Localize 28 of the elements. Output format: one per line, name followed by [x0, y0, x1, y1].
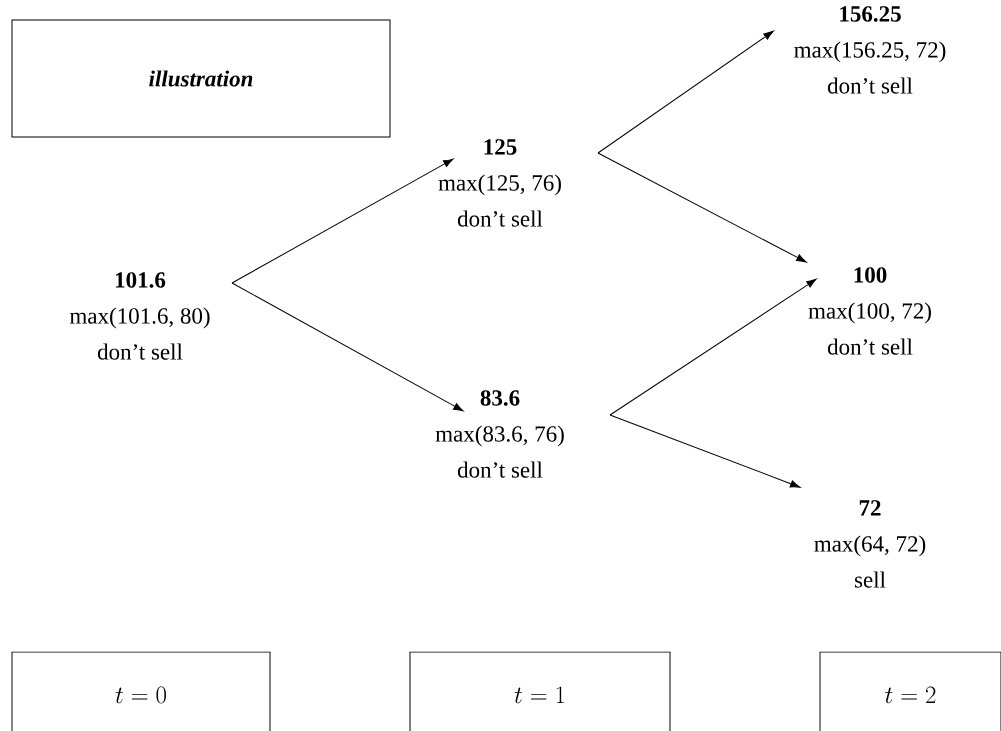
arrow [231, 158, 454, 284]
decision-label: don’t sell [827, 77, 913, 94]
arrow [597, 152, 807, 263]
decision-label: don’t sell [97, 343, 183, 360]
time-box: $t = 1$ [409, 651, 671, 731]
formula: max(100, 72) [808, 302, 931, 324]
formula: max(83.6, 76) [435, 425, 564, 447]
time-box: $t = 0$ [11, 651, 271, 731]
formula: max(101.6, 80) [69, 307, 210, 329]
node-value: 156.25 [840, 6, 901, 22]
decision-label: don’t sell [827, 338, 913, 355]
formula: max(156.25, 72) [794, 41, 946, 63]
arrow [597, 30, 774, 154]
arrow [609, 414, 801, 488]
time-box: $t = 2$ [819, 651, 1001, 731]
node-value: 72 [859, 500, 881, 516]
decision-label: sell [855, 571, 886, 588]
node-value: 100 [854, 267, 887, 283]
illustration-box: illustration [11, 19, 391, 138]
decision-label: don’t sell [457, 461, 543, 478]
decision-label: don’t sell [457, 210, 543, 227]
node-value: 125 [484, 139, 517, 155]
arrow [609, 278, 817, 416]
formula: max(125, 76) [438, 174, 561, 196]
formula: max(64, 72) [814, 535, 926, 557]
node-value: 83.6 [480, 390, 520, 406]
node-value: 101.6 [115, 272, 166, 288]
arrow [231, 282, 464, 412]
